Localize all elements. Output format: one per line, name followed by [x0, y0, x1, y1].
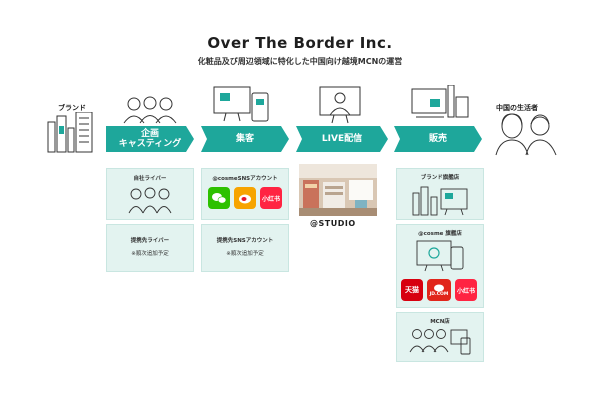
brand-store-box: ブランド旗艦店 [396, 168, 484, 220]
own-livers-icon [128, 187, 172, 214]
live-streaming-screen-icon [319, 86, 361, 124]
cosme-sns-label: @cosmeSNSアカウント [212, 176, 278, 182]
brand-store-label: ブランド旗艦店 [420, 175, 460, 181]
brand-store-icon [412, 186, 468, 216]
partner-liver-label: 提携先ライバー [130, 238, 170, 244]
cosme-sns-box: @cosmeSNSアカウント 小红书 [201, 168, 289, 220]
stage-planning-casting: 企画キャスティング [106, 126, 194, 152]
xiaohongshu-store-badge: 小红书 [455, 279, 477, 301]
brand-products-icon [47, 112, 93, 153]
cosme-store-box: @cosme 旗艦店 天猫 JD.COM 小红书 [396, 224, 484, 308]
own-liver-box: 自社ライバー [106, 168, 194, 220]
studio-label: @STUDIO [310, 219, 356, 228]
partner-sns-label: 提携先SNSアカウント [216, 238, 274, 244]
consumers-icon [495, 113, 557, 156]
own-liver-label: 自社ライバー [133, 176, 167, 182]
partner-liver-box: 提携先ライバー ※順次追加予定 [106, 224, 194, 272]
xiaohongshu-badge: 小红书 [260, 187, 282, 209]
jd-badge-label: JD.COM [429, 291, 449, 297]
jd-badge: JD.COM [427, 279, 451, 301]
consumers-label: 中国の生活者 [496, 104, 538, 112]
tmall-badge: 天猫 [401, 279, 423, 301]
studio-photo [299, 164, 377, 216]
livers-group-icon [123, 96, 177, 124]
stage-live-label: LIVE配信 [321, 134, 363, 144]
stage-planning-line2: キャスティング [118, 139, 182, 149]
weibo-icon [234, 187, 256, 209]
jd-dog-icon [434, 284, 444, 291]
mcn-store-box: MCN店 [396, 312, 484, 362]
stage-marketing-label: 集客 [235, 134, 254, 144]
stage-marketing: 集客 [201, 126, 289, 152]
cosme-store-devices-icon [416, 240, 464, 272]
cosme-store-label: @cosme 旗艦店 [418, 231, 462, 237]
sales-channels-icon [411, 85, 469, 118]
stage-live: LIVE配信 [296, 126, 388, 152]
mcn-store-icon [409, 329, 471, 355]
page-subtitle: 化粧品及び周辺領域に特化した中国向け越境MCNの運営 [197, 57, 403, 66]
page-title: Over The Border Inc. [207, 34, 393, 52]
stage-sales-label: 販売 [428, 134, 447, 144]
sns-devices-icon [213, 86, 269, 122]
stage-planning-line1: 企画 [140, 129, 159, 139]
partner-sns-note: ※順次追加予定 [226, 251, 264, 257]
wechat-icon [208, 187, 230, 209]
brand-label: ブランド [58, 104, 86, 112]
partner-liver-note: ※順次追加予定 [131, 251, 169, 257]
partner-sns-box: 提携先SNSアカウント ※順次追加予定 [201, 224, 289, 272]
stage-sales: 販売 [394, 126, 482, 152]
mcn-store-label: MCN店 [430, 319, 450, 325]
